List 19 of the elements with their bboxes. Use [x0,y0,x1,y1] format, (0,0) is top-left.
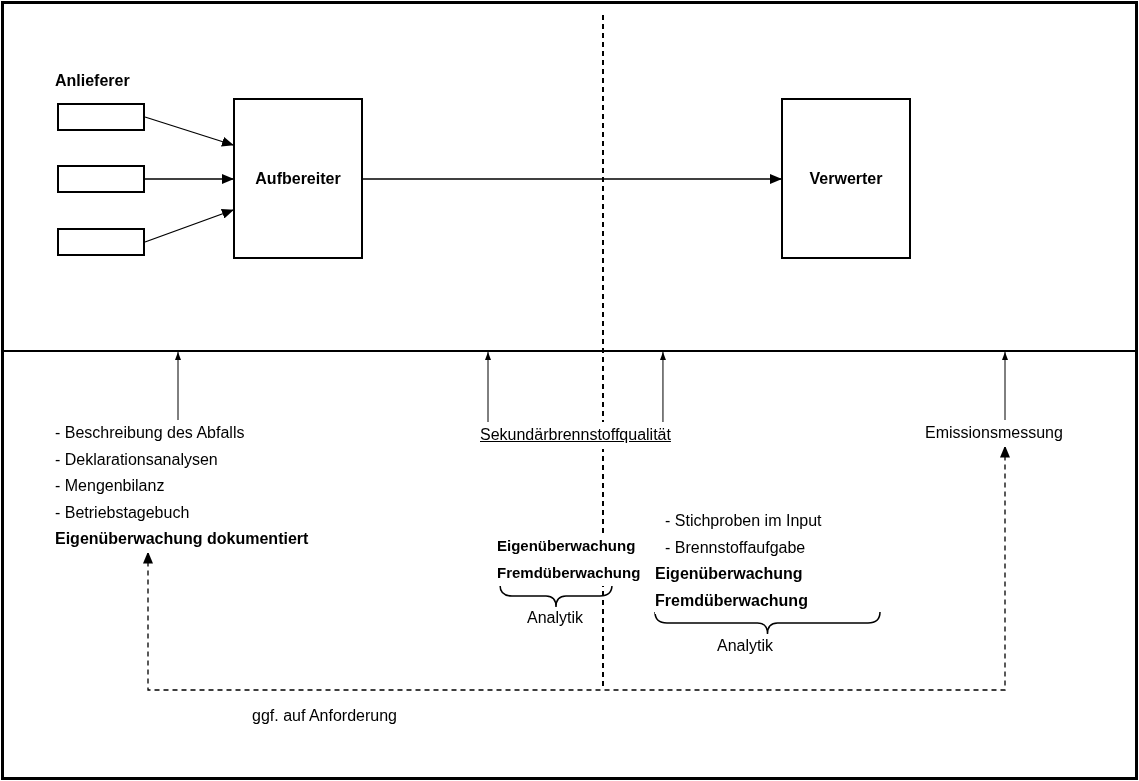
arrow [144,174,234,184]
group-label: Anlieferer [55,72,130,90]
empty-box [57,103,145,131]
brace-label: Analytik [527,609,584,627]
arrow [485,351,491,423]
dashed-arrow [143,445,1010,691]
empty-box [57,228,145,256]
brace-label: Analytik [717,637,774,655]
arrow [362,174,782,184]
section-heading: Sekundärbrennstoffqualität [480,422,671,449]
arrow [144,209,234,243]
process-box: Verwerter [781,98,911,259]
edge-label: ggf. auf Anforderung [252,707,397,725]
arrow [144,116,234,147]
arrow [659,351,666,423]
process-box: Aufbereiter [233,98,363,259]
arrow [175,351,181,421]
arrow [1002,351,1008,421]
empty-box [57,165,145,193]
